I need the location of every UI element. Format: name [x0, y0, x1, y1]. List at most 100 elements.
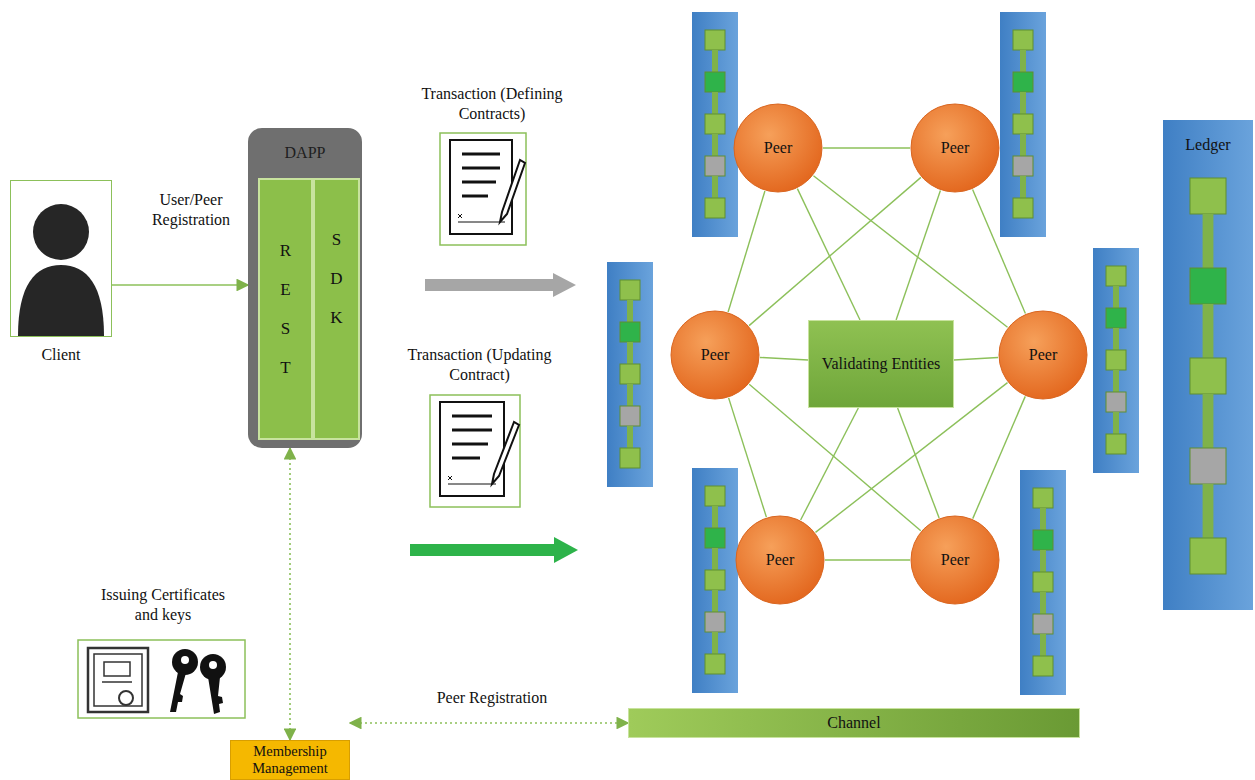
- ledger-block: [705, 30, 725, 50]
- node-text: Peer: [701, 346, 729, 364]
- chain-link: [1020, 92, 1026, 114]
- contract-document-icon: [440, 133, 526, 245]
- ledger-block: [705, 654, 725, 674]
- peer-circle: Peer: [998, 310, 1088, 400]
- chain-link: [1020, 50, 1026, 72]
- peer-ledger-band: [1000, 12, 1046, 237]
- ledger-block: [1013, 72, 1033, 92]
- chain-link: [1040, 592, 1046, 614]
- sdk-column: SDK: [313, 178, 360, 440]
- chain-link: [1040, 550, 1046, 572]
- ledger-block: [620, 406, 640, 426]
- chain-link: [1113, 412, 1119, 434]
- connector: [350, 722, 628, 724]
- peer-ledger-bands: [607, 12, 1139, 695]
- ledger-block: [1013, 114, 1033, 134]
- certificate-keys-icon: [78, 640, 245, 718]
- grey-arrow: [425, 273, 576, 297]
- connector: [823, 147, 910, 148]
- chain-link: [712, 590, 718, 612]
- peer-circle-fill: [911, 516, 999, 604]
- peer-circle-fill: [734, 104, 822, 192]
- ledger-block: [1106, 350, 1126, 370]
- connector: [728, 191, 765, 312]
- chain-link: [627, 342, 633, 364]
- peer-circle-fill: [911, 104, 999, 192]
- connector: [801, 408, 859, 520]
- peer-ledger-band: [1093, 248, 1139, 473]
- ledger-block: [1190, 178, 1226, 214]
- chain-link: [1113, 328, 1119, 350]
- peer-circle: Peer: [910, 515, 1000, 605]
- peer-circle: Peer: [670, 310, 760, 400]
- chain-link: [712, 134, 718, 156]
- chain-link: [1203, 214, 1214, 268]
- node-text: Ledger: [1185, 136, 1230, 154]
- transaction-label: Transaction (Updating Contract): [395, 345, 564, 385]
- ledger-block: [1033, 488, 1053, 508]
- ledger-block: [1190, 358, 1226, 394]
- peer-circle-fill: [736, 516, 824, 604]
- connector: [749, 177, 921, 325]
- ledger-block: [1033, 572, 1053, 592]
- ledger-block: [705, 528, 725, 548]
- peer-ledger-band: [692, 468, 738, 693]
- peer-circle-fill: [671, 311, 759, 399]
- ledger-block: [1013, 156, 1033, 176]
- connector: [825, 559, 910, 560]
- contract-document-icon: [430, 395, 520, 507]
- peer-circle: Peer: [735, 515, 825, 605]
- ledger-block: [1190, 448, 1226, 484]
- chain-link: [627, 384, 633, 406]
- chain-link: [1113, 286, 1119, 308]
- chain-link: [1203, 304, 1214, 358]
- ledger-block: [1106, 308, 1126, 328]
- connector: [813, 176, 1007, 328]
- ledger-block: [1013, 198, 1033, 218]
- ledger-block: [705, 612, 725, 632]
- edge-label: Peer Registration: [420, 688, 564, 708]
- node-text: Channel: [827, 714, 880, 732]
- client-box: Client: [10, 180, 112, 337]
- transaction-label: Transaction (Defining Contracts): [405, 84, 579, 124]
- ledger-block: [620, 280, 640, 300]
- ledger-chain: [1163, 120, 1253, 610]
- ledger-block: [705, 198, 725, 218]
- connector: [973, 189, 1026, 313]
- chain-link: [1020, 134, 1026, 156]
- connector: [896, 191, 940, 320]
- channel-band: Channel: [628, 708, 1080, 738]
- validating-box: Validating Entities: [808, 320, 954, 408]
- peer-ledger-band: [1020, 470, 1066, 695]
- certificate-label: Issuing Certificates and keys: [86, 585, 240, 625]
- peer-circle: Peer: [733, 103, 823, 193]
- ledger-block: [620, 448, 640, 468]
- chain-link: [627, 300, 633, 322]
- connector: [973, 396, 1025, 518]
- chain-link: [712, 176, 718, 198]
- chain-link: [1203, 484, 1214, 538]
- connector: [112, 284, 248, 286]
- rest-column: REST: [258, 178, 313, 440]
- node-text: Peer: [941, 139, 969, 157]
- peer-circle: Peer: [910, 103, 1000, 193]
- chain-link: [712, 506, 718, 528]
- ledger-block: [1033, 530, 1053, 550]
- ledger-block: [705, 72, 725, 92]
- node-text: Validating Entities: [822, 355, 941, 373]
- ledger-block: [1106, 392, 1126, 412]
- ledger-block: [1106, 266, 1126, 286]
- node-text: Client: [11, 346, 111, 364]
- node-text: REST: [277, 231, 294, 387]
- chain-link: [1113, 370, 1119, 392]
- ledger-block: [620, 322, 640, 342]
- ledger-block: [1190, 538, 1226, 574]
- green-arrow: [410, 537, 578, 563]
- node-text: DAPP: [285, 144, 326, 162]
- node-text: Peer: [766, 551, 794, 569]
- peer-ledger-band: [607, 262, 653, 487]
- node-text: SDK: [328, 220, 345, 337]
- connector: [760, 357, 808, 360]
- ledger-band: Ledger: [1163, 120, 1253, 610]
